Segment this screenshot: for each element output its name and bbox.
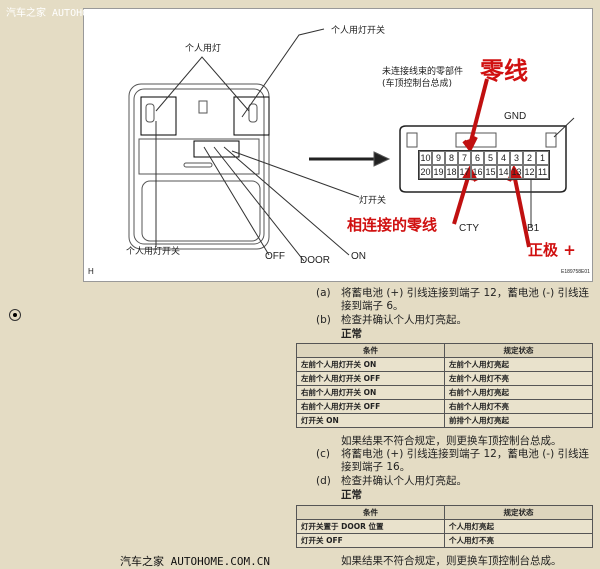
- header-spec: 规定状态: [444, 505, 593, 520]
- terminal: 19: [432, 165, 445, 179]
- label-cty: CTY: [459, 223, 479, 234]
- step-a-text: 将蓄电池 (+) 引线连接到端子 12，蓄电池 (-) 引线连接到端子 6。: [341, 287, 590, 312]
- step-d-label: (d): [316, 475, 331, 487]
- cell: 右前个人用灯开关 ON: [296, 385, 445, 400]
- normal-heading-2: 正常: [341, 489, 362, 501]
- label-gnd: GND: [504, 111, 527, 122]
- cell: 右前个人用灯开关 OFF: [296, 399, 445, 414]
- terminal: 7: [458, 151, 471, 165]
- label-personal-switch-bottom: 个人用灯开关: [126, 247, 181, 257]
- terminal: 20: [419, 165, 432, 179]
- page-letter: H: [88, 267, 94, 276]
- header-spec: 规定状态: [444, 343, 593, 358]
- console-diagram: [128, 28, 575, 262]
- step-b-text: 检查并确认个人用灯亮起。: [341, 314, 467, 326]
- terminal: 5: [484, 151, 497, 165]
- label-off: OFF: [265, 251, 285, 262]
- label-console-assembly: (车顶控制台总成): [382, 79, 453, 89]
- annotation-neutral: 零线: [480, 57, 528, 85]
- cell: 左前个人用灯不亮: [444, 371, 593, 386]
- terminal: 8: [445, 151, 458, 165]
- cell: 灯开关 ON: [296, 413, 445, 428]
- terminal: 14: [497, 165, 510, 179]
- step-a-label: (a): [316, 287, 331, 299]
- annotation-positive: 正极 +: [528, 241, 576, 259]
- terminal: 18: [445, 165, 458, 179]
- terminal: 16: [471, 165, 484, 179]
- cell: 前排个人用灯亮起: [444, 413, 593, 428]
- cell: 左前个人用灯开关 ON: [296, 357, 445, 372]
- normal-heading-1: 正常: [341, 328, 362, 340]
- table-row: 灯开关置于 DOOR 位置个人用灯亮起: [296, 519, 593, 534]
- fail-note-2: 如果结果不符合规定，则更换车顶控制台总成。: [341, 555, 562, 567]
- label-personal-light: 个人用灯: [185, 44, 222, 54]
- terminal: 4: [497, 151, 510, 165]
- cell: 右前个人用灯亮起: [444, 385, 593, 400]
- cell: 左前个人用灯开关 OFF: [296, 371, 445, 386]
- terminal: 6: [471, 151, 484, 165]
- label-personal-switch-top: 个人用灯开关: [331, 26, 386, 36]
- cell: 个人用灯亮起: [444, 519, 593, 534]
- label-door: DOOR: [300, 255, 330, 266]
- label-unconnected-part: 未连接线束的零部件: [382, 67, 464, 77]
- label-light-switch: 灯开关: [359, 196, 387, 206]
- cell: 个人用灯不亮: [444, 533, 593, 548]
- header-condition: 条件: [296, 343, 445, 358]
- terminal: 3: [510, 151, 523, 165]
- terminal: 2: [523, 151, 536, 165]
- terminal: 1: [536, 151, 549, 165]
- terminal: 11: [536, 165, 549, 179]
- terminal: 10: [419, 151, 432, 165]
- header-condition: 条件: [296, 505, 445, 520]
- cell: 左前个人用灯亮起: [444, 357, 593, 372]
- crosshair-mark: [9, 309, 21, 321]
- figure-code: E189758E01: [561, 269, 590, 275]
- annotation-connected-neutral: 相连接的零线: [347, 216, 438, 234]
- terminal: 17: [458, 165, 471, 179]
- watermark-top: 汽车之家 AUTOHOME.COM.CN: [6, 8, 143, 19]
- watermark-bottom: 汽车之家 AUTOHOME.COM.CN: [120, 555, 270, 568]
- step-d-text: 检查并确认个人用灯亮起。: [341, 475, 467, 487]
- cell: 灯开关 OFF: [296, 533, 445, 548]
- label-on: ON: [351, 251, 366, 262]
- terminal: 13: [510, 165, 523, 179]
- terminal: 9: [432, 151, 445, 165]
- terminal: 12: [523, 165, 536, 179]
- cell: 右前个人用灯不亮: [444, 399, 593, 414]
- step-c-label: (c): [316, 448, 330, 460]
- step-b-label: (b): [316, 314, 331, 326]
- fail-note-1: 如果结果不符合规定，则更换车顶控制台总成。: [341, 435, 562, 447]
- step-c-text: 将蓄电池 (+) 引线连接到端子 12，蓄电池 (-) 引线连接到端子 16。: [341, 448, 590, 473]
- terminal: 15: [484, 165, 497, 179]
- cell: 灯开关置于 DOOR 位置: [296, 519, 445, 534]
- label-b1: B1: [527, 223, 540, 234]
